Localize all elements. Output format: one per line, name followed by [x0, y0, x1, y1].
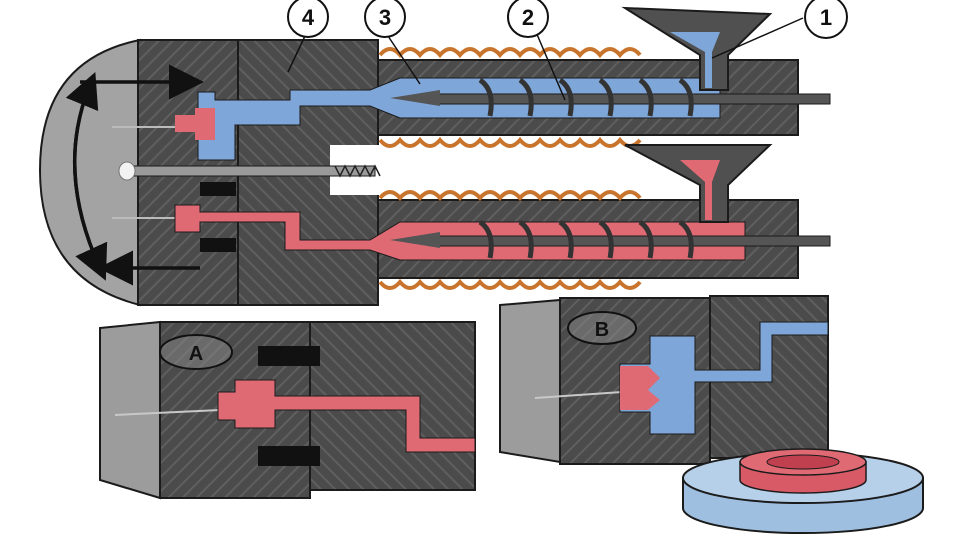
callout-4: 4 [287, 0, 329, 73]
hopper-blue [621, 6, 773, 91]
mould-assembly [38, 38, 390, 307]
inset-b: B [499, 295, 829, 465]
screw-red [390, 219, 831, 259]
callout-1-label: 1 [820, 5, 832, 30]
cooling-hole-2 [200, 238, 236, 252]
screw-blue [390, 77, 831, 117]
injection-unit-blue [175, 6, 831, 161]
cooling-hole-1 [200, 182, 236, 196]
callout-3-label: 3 [379, 5, 391, 30]
callout-3: 3 [364, 0, 421, 85]
callout-4-label: 4 [302, 5, 315, 30]
rod-end [118, 161, 136, 181]
inset-a-label: A [189, 343, 203, 365]
heater-coils-blue [378, 47, 642, 148]
heater-coils-red [378, 190, 642, 290]
callout-1: 1 [711, 0, 848, 59]
hopper-red [624, 144, 773, 223]
rotation-arrow-icon [65, 64, 204, 286]
inset-a: A [99, 320, 476, 500]
callout-2: 2 [507, 0, 566, 101]
injection-unit-red [174, 144, 831, 290]
finished-part [682, 448, 924, 534]
inset-b-label: B [595, 319, 609, 341]
rod-thread [334, 164, 381, 178]
mould-insert-red-top [175, 108, 215, 140]
callout-2-label: 2 [522, 5, 534, 30]
mould-rotating-face [38, 38, 141, 307]
